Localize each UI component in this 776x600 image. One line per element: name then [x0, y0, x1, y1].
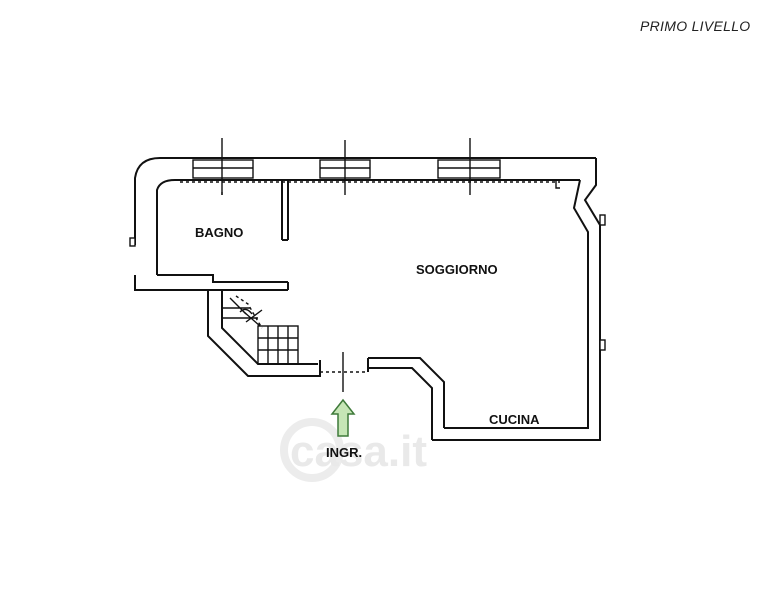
- up-arrow-icon: [330, 398, 356, 437]
- room-label-kitchen: CUCINA: [489, 412, 540, 427]
- wall-details: [129, 214, 606, 351]
- entrance-label: INGR.: [326, 445, 362, 460]
- room-label-living: SOGGIORNO: [416, 262, 498, 277]
- window-1: [192, 159, 254, 179]
- room-label-bathroom: BAGNO: [195, 225, 243, 240]
- level-title: PRIMO LIVELLO: [640, 18, 751, 34]
- watermark: casa.it: [280, 418, 427, 482]
- windows: [180, 138, 560, 195]
- outer-walls: [134, 157, 601, 441]
- staircase: [222, 295, 299, 365]
- watermark-text: casa.it: [290, 427, 427, 476]
- entrance-door: [320, 352, 368, 392]
- window-3: [437, 159, 501, 179]
